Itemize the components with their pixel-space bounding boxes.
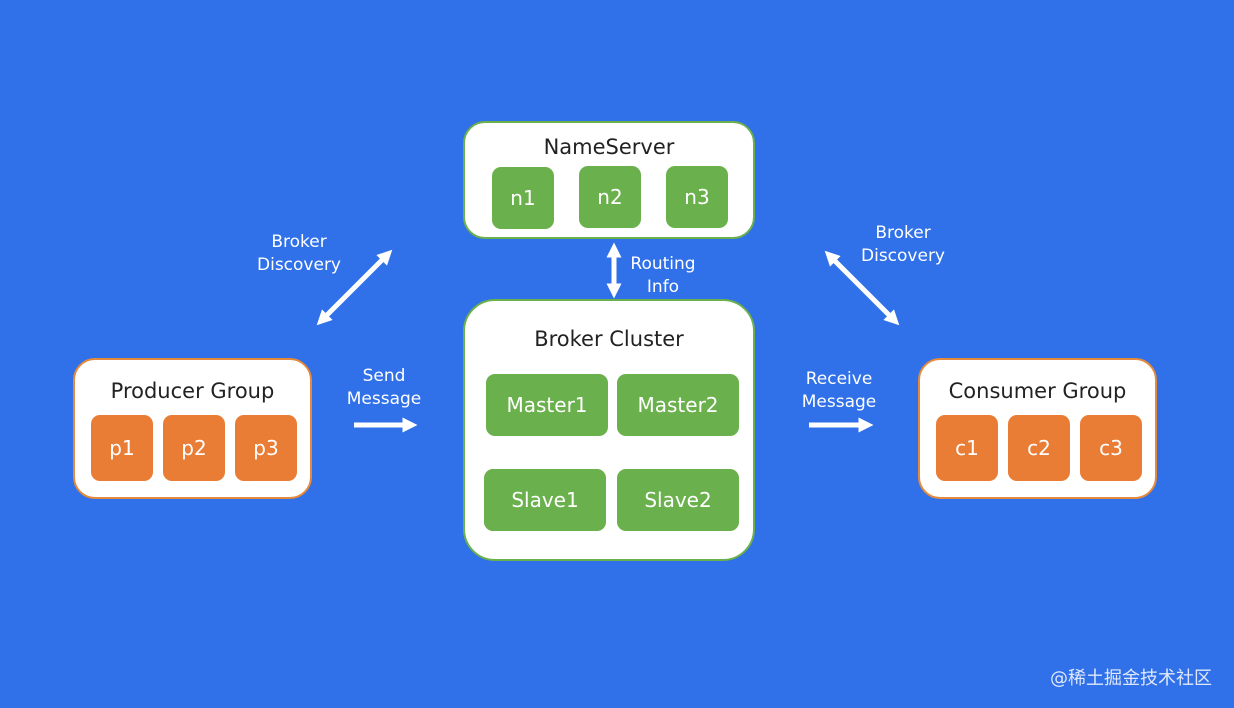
producer-discovery-line-2: Discovery — [257, 255, 341, 275]
broker-slave-1: Slave1 — [484, 469, 606, 531]
nameserver-node-n1: n1 — [492, 167, 554, 229]
receive-message-line-1: Receive — [805, 369, 873, 389]
consumer-discovery-line-2: Discovery — [861, 246, 945, 266]
producer-node-p3: p3 — [235, 415, 297, 481]
broker-master-1: Master1 — [486, 374, 608, 436]
producer-discovery-arrow — [316, 249, 393, 326]
producer-discovery-label: Broker Discovery — [249, 231, 349, 277]
producer-node-p2: p2 — [163, 415, 225, 481]
watermark: @稀土掘金技术社区 — [1050, 668, 1212, 689]
consumer-discovery-line-1: Broker — [875, 223, 931, 243]
consumer-group-title: Consumer Group — [948, 379, 1127, 403]
broker-master-2: Master2 — [617, 374, 739, 436]
broker-cluster-title: Broker Cluster — [534, 327, 684, 351]
consumer-group-box: Consumer Group c1 c2 c3 — [918, 358, 1157, 499]
nameserver-node-n2: n2 — [579, 166, 641, 228]
nameserver-box: NameServer n1 n2 n3 — [463, 121, 755, 239]
broker-cluster-box: Broker Cluster Master1 Master2 Slave1 Sl… — [463, 299, 755, 561]
consumer-node-c1: c1 — [936, 415, 998, 481]
broker-slave-2: Slave2 — [617, 469, 739, 531]
routing-info-label: Routing Info — [627, 253, 699, 299]
producer-node-p1: p1 — [91, 415, 153, 481]
send-message-line-2: Message — [346, 389, 422, 409]
producer-group-box: Producer Group p1 p2 p3 — [73, 358, 312, 499]
producer-group-title: Producer Group — [110, 379, 275, 403]
routing-info-line-2: Info — [646, 277, 680, 297]
send-message-line-1: Send — [362, 366, 406, 386]
nameserver-node-n3: n3 — [666, 166, 728, 228]
producer-discovery-line-1: Broker — [271, 232, 327, 252]
consumer-discovery-arrow — [824, 250, 900, 326]
receive-message-label: Receive Message — [795, 368, 883, 414]
consumer-discovery-label: Broker Discovery — [853, 222, 953, 268]
consumer-node-c2: c2 — [1008, 415, 1070, 481]
routing-info-line-1: Routing — [630, 254, 696, 274]
consumer-node-c3: c3 — [1080, 415, 1142, 481]
send-message-label: Send Message — [341, 365, 427, 411]
receive-message-line-2: Message — [801, 392, 877, 412]
nameserver-title: NameServer — [543, 135, 675, 159]
